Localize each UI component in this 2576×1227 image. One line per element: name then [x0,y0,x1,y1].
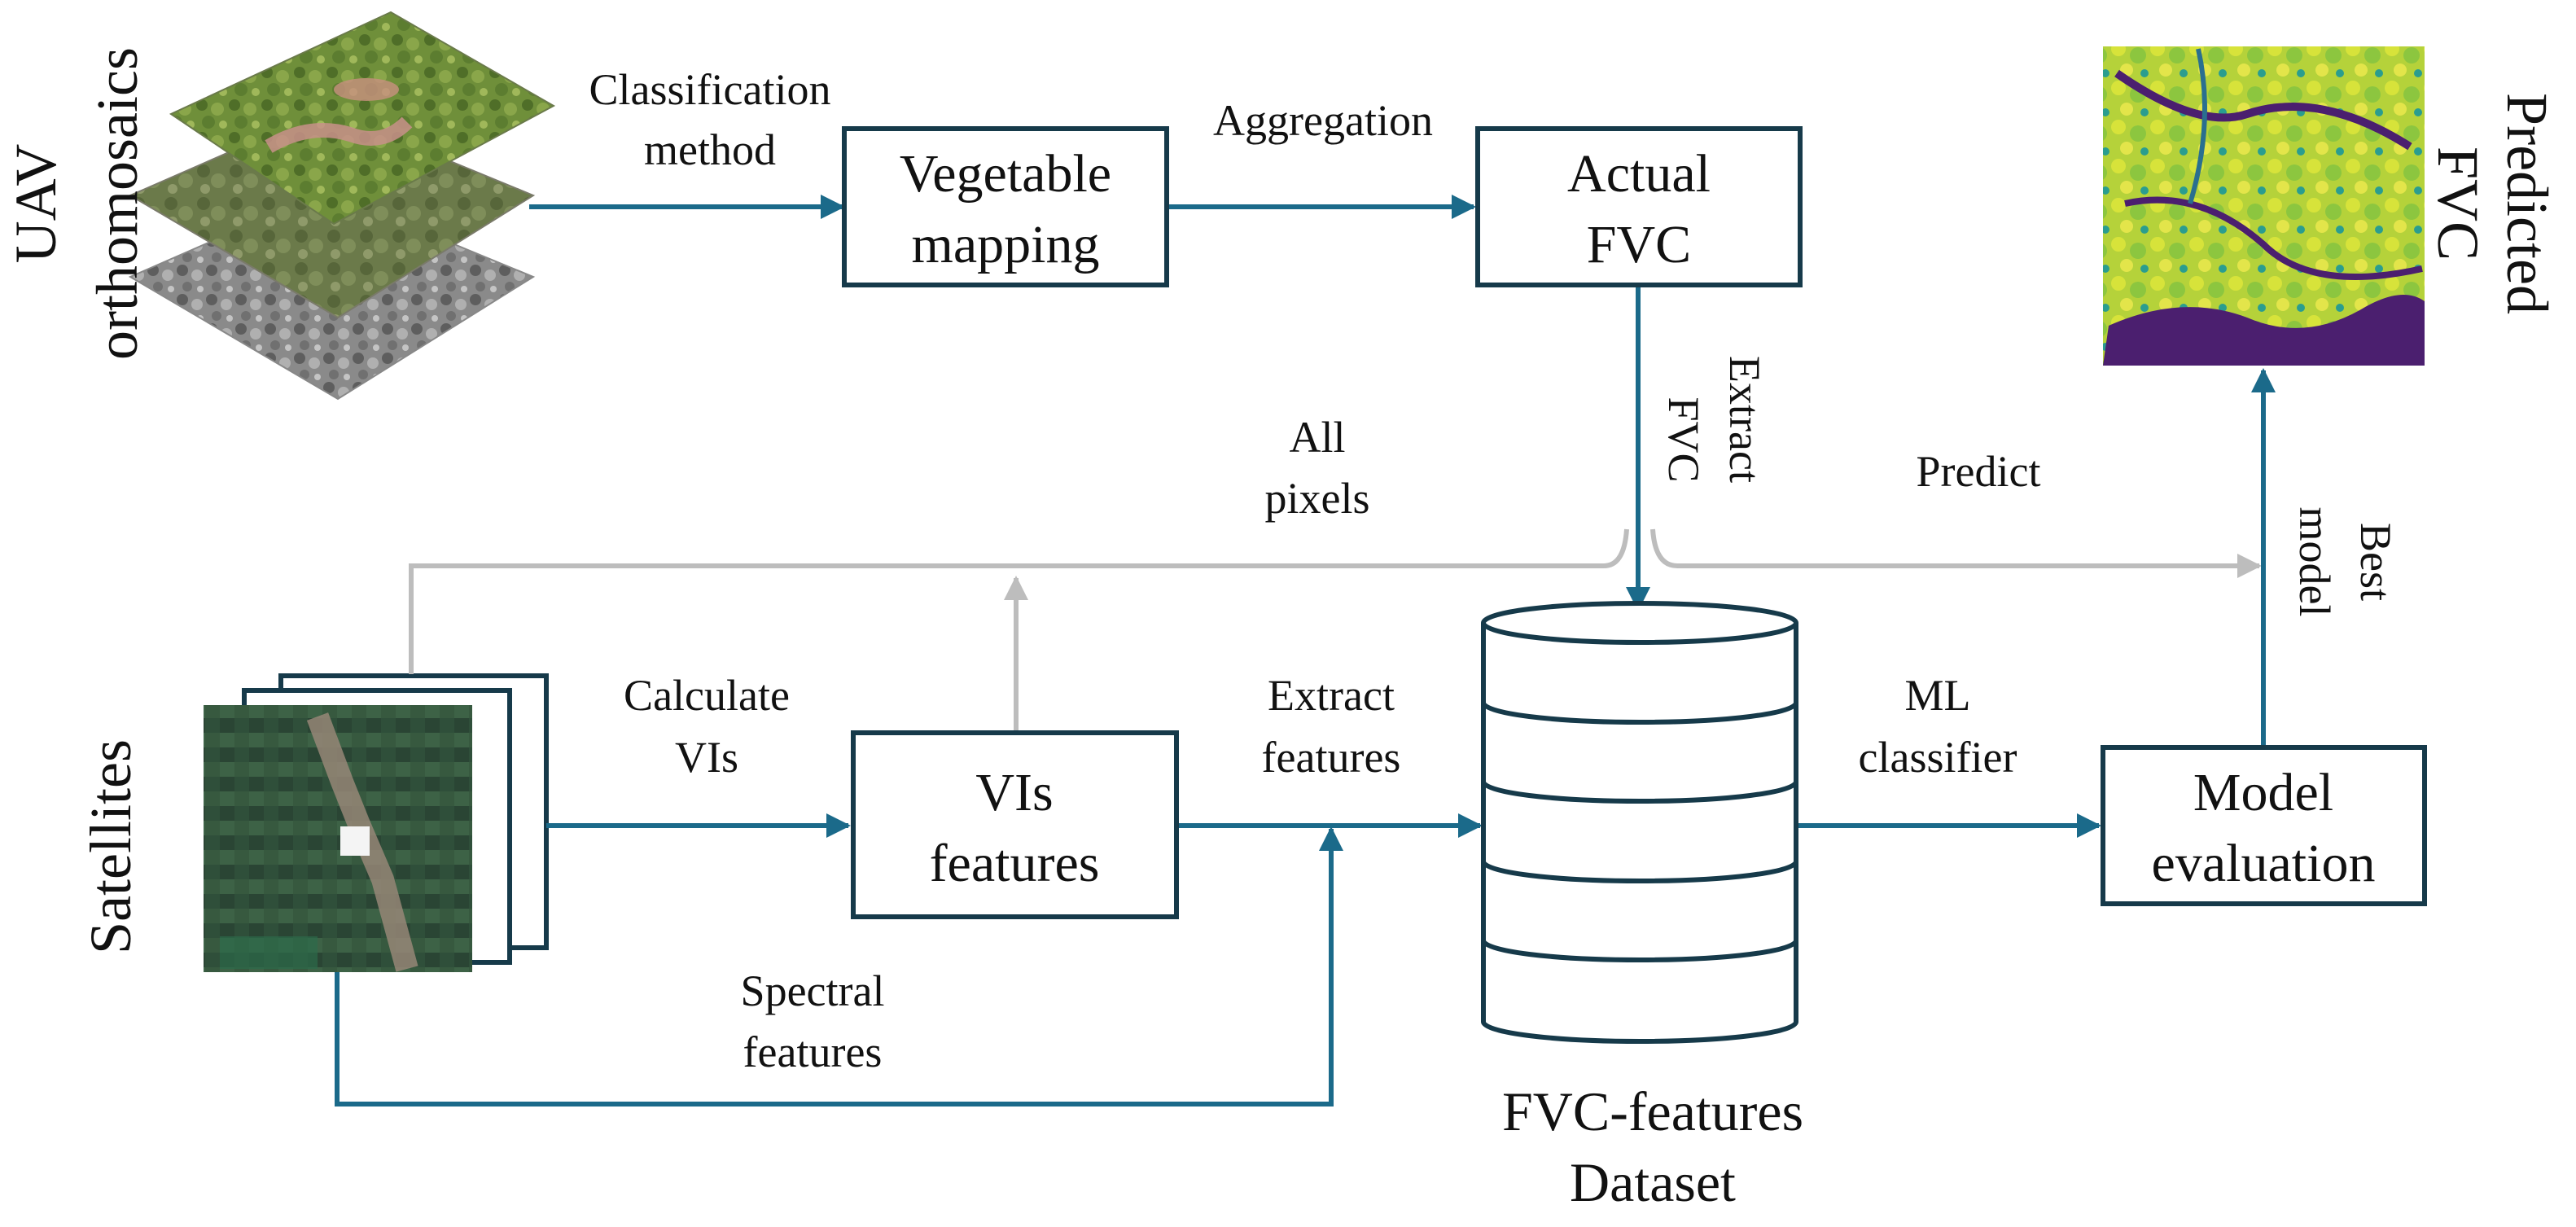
dataset-label-line2: Dataset [1570,1151,1736,1213]
label-classification-method-line1: Classification [589,65,831,114]
predicted-fvc-label-line1: Predicted [2495,93,2560,314]
satellite-road [306,712,418,972]
gray-arrows [409,528,2262,731]
box-vegetable-mapping: Vegetable mapping [842,126,1169,287]
box-model-evaluation: Model evaluation [2101,745,2427,906]
satellite-bright-pixel [340,826,370,856]
uav-orthomosaic-stack [128,11,556,401]
uav-clearing-2 [334,78,399,101]
label-extract-fvc-line2: FVC [1659,397,1708,482]
label-ml-classifier-line1: ML [1905,671,1971,720]
label-extract-features-line1: Extract [1268,671,1395,720]
label-calculate-vis-line2: VIs [675,733,738,782]
box-model-evaluation-line1: Model [2193,763,2333,822]
label-spectral-features-line1: Spectral [741,966,885,1015]
fvc-features-dataset-cylinder [1481,601,1798,1044]
cylinder-band-3 [1481,861,1798,883]
fvc-river-1 [2114,69,2412,151]
label-classification-method-line2: method [644,125,776,174]
fvc-river-3 [2188,48,2207,204]
cylinder-band-4 [1481,940,1798,962]
box-actual-fvc-frame [1475,126,1803,287]
gray-all-pixels-line [409,528,1629,674]
box-vis-features-line2: features [930,834,1100,893]
box-actual-fvc-line2: FVC [1587,215,1691,274]
satellite-image-stack [204,673,549,972]
predicted-fvc-label-line2: FVC [2425,147,2491,261]
label-spectral-features-line2: features [743,1028,883,1076]
dataset-label-line1: FVC-features [1502,1080,1803,1142]
label-all-pixels-line1: All [1289,413,1345,462]
arrow-spectral-features [335,826,1343,1106]
label-calculate-vis-line1: Calculate [624,671,790,720]
box-model-evaluation-line2: evaluation [2152,834,2376,893]
box-vis-features-line1: VIs [975,763,1053,822]
box-actual-fvc-line1: Actual [1567,144,1711,204]
box-vis-features-frame [851,730,1179,919]
box-vegetable-mapping-line2: mapping [912,215,1100,274]
satellites-label: Satellites [78,739,143,954]
label-aggregation: Aggregation [1213,96,1433,145]
cylinder-band-2 [1481,781,1798,804]
cylinder-top [1481,601,1798,645]
cylinder-band-1 [1481,702,1798,725]
satellite-green-patch [220,936,318,969]
label-ml-classifier-line2: classifier [1859,733,2017,782]
label-extract-fvc-line1: Extract [1720,356,1769,483]
label-extract-features-line2: features [1262,733,1401,782]
uav-label-line2: orthomosaics [85,47,150,360]
label-best-model-line2: model [2290,507,2339,617]
uav-label-line1: UAV [3,144,68,264]
box-vis-features: VIs features [851,730,1179,919]
label-predict: Predict [1917,447,2041,496]
uav-layer-color [169,11,556,226]
predicted-fvc-map [2103,46,2425,366]
blue-arrows [335,195,2276,1106]
box-vegetable-mapping-line1: Vegetable [900,144,1111,204]
label-best-model-line1: Best [2351,523,2400,601]
box-vegetable-mapping-frame [842,126,1169,287]
fvc-low-area [2103,295,2425,366]
label-all-pixels-line2: pixels [1265,474,1370,523]
box-model-evaluation-frame [2101,745,2427,906]
gray-predict-arrow [1650,528,2262,578]
fvc-river-2 [2124,196,2423,280]
box-actual-fvc: Actual FVC [1475,126,1803,287]
uav-clearing [265,116,413,153]
cylinder-body [1481,623,1798,1044]
